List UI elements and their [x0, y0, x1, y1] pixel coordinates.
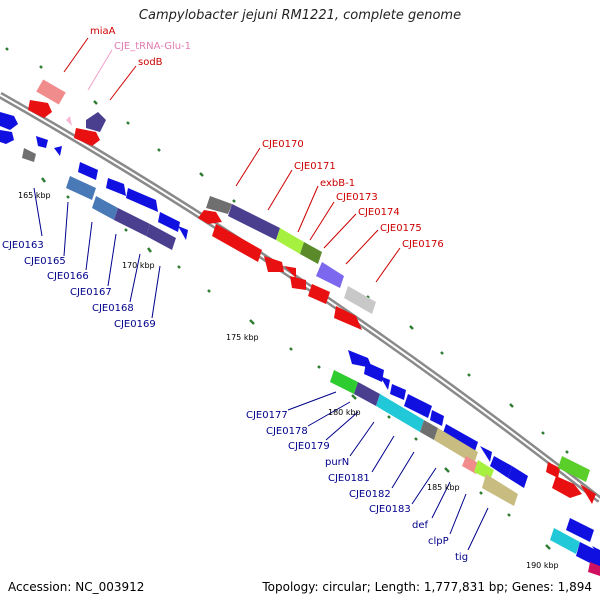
label-cje0167[interactable]: CJE0167	[70, 287, 112, 298]
gene-box-red-1[interactable]	[28, 100, 52, 118]
gene-box-blue-2[interactable]	[0, 130, 14, 144]
gene-box-blue-18[interactable]	[508, 466, 528, 488]
gene-miaA-box[interactable]	[36, 79, 66, 105]
reverse-gene-labels: miaA CJE_tRNA-Glu-1 sodB CJE0170 CJE0171…	[90, 26, 444, 250]
gene-box-blue-6[interactable]	[126, 188, 158, 212]
gene-cje0165-box[interactable]	[66, 176, 96, 200]
gene-cje0177-box[interactable]	[330, 370, 358, 394]
gene-cje0168-box[interactable]	[146, 224, 176, 250]
gene-box-blue-13[interactable]	[404, 394, 432, 418]
label-tig[interactable]: tig	[455, 552, 468, 563]
gene-box-red-2[interactable]	[74, 128, 100, 146]
gene-box-red-3[interactable]	[198, 210, 222, 224]
ruler-label-180: 180 kbp	[328, 408, 361, 417]
label-leader-lines	[33, 37, 489, 551]
gene-box-blue-1[interactable]	[0, 112, 18, 130]
gene-cje0175-box[interactable]	[344, 286, 376, 314]
gene-cje0170-box[interactable]	[206, 196, 232, 214]
gene-box-blue-11[interactable]	[380, 376, 390, 390]
gene-box-blue-16[interactable]	[480, 446, 492, 462]
gene-box-blue-17[interactable]	[490, 456, 512, 478]
label-cje0163[interactable]: CJE0163	[2, 240, 44, 251]
gene-cje0167-box[interactable]	[114, 208, 150, 236]
gene-box-green-1[interactable]	[558, 456, 590, 482]
gene-box-blue-3[interactable]	[36, 136, 48, 148]
gene-sodB-box[interactable]	[86, 112, 106, 132]
gene-cje0173-box[interactable]	[300, 242, 322, 264]
gene-box-red-6[interactable]	[284, 266, 296, 278]
gene-box-blue-14[interactable]	[430, 410, 444, 426]
label-cje-trna-glu-1[interactable]: CJE_tRNA-Glu-1	[114, 41, 191, 52]
gene-tig-box[interactable]	[576, 542, 600, 568]
gene-box-blue-15[interactable]	[442, 424, 478, 454]
gene-box-red-12[interactable]	[580, 484, 596, 504]
label-cje0173[interactable]: CJE0173	[336, 192, 378, 203]
gene-exbB1-box[interactable]	[276, 228, 304, 254]
label-cje0166[interactable]: CJE0166	[47, 271, 89, 282]
gene-box-red-4[interactable]	[212, 224, 262, 262]
label-cje0183[interactable]: CJE0183	[369, 504, 411, 515]
label-cje0177[interactable]: CJE0177	[246, 410, 288, 421]
label-clpP[interactable]: clpP	[428, 536, 449, 547]
gene-box-red-11[interactable]	[552, 476, 582, 498]
label-cje0168[interactable]: CJE0168	[92, 303, 134, 314]
label-cje0176[interactable]: CJE0176	[402, 239, 444, 250]
gene-cje0171-box[interactable]	[228, 204, 280, 240]
ruler-label-190: 190 kbp	[526, 561, 559, 570]
label-sodB[interactable]: sodB	[138, 57, 163, 68]
upper-features	[0, 79, 376, 330]
gene-box-red-8[interactable]	[308, 284, 330, 304]
accession-text: Accession: NC_003912	[8, 580, 145, 594]
gene-cje0181-box[interactable]	[434, 428, 478, 464]
label-cje0165[interactable]: CJE0165	[24, 256, 66, 267]
gene-clpP-box[interactable]	[550, 528, 580, 554]
ruler-labels: 165 kbp 170 kbp 175 kbp 180 kbp 185 kbp …	[18, 191, 559, 570]
label-cje0170[interactable]: CJE0170	[262, 139, 304, 150]
label-def[interactable]: def	[412, 520, 429, 531]
label-cje0181[interactable]: CJE0181	[328, 473, 370, 484]
forward-gene-labels: CJE0163 CJE0165 CJE0166 CJE0167 CJE0168 …	[2, 240, 468, 563]
gene-def-box[interactable]	[482, 474, 518, 506]
gene-box-red-10[interactable]	[546, 462, 560, 478]
gene-box-red-5[interactable]	[264, 256, 284, 272]
ruler-label-175: 175 kbp	[226, 333, 259, 342]
ruler-label-170: 170 kbp	[122, 261, 155, 270]
gene-box-blue-19[interactable]	[566, 518, 594, 542]
topology-text: Topology: circular; Length: 1,777,831 bp…	[262, 580, 592, 594]
ruler-label-165: 165 kbp	[18, 191, 51, 200]
gene-box-grey-1[interactable]	[22, 148, 36, 162]
label-cje0179[interactable]: CJE0179	[288, 441, 330, 452]
gene-box-blue-10[interactable]	[364, 362, 384, 382]
label-cje0182[interactable]: CJE0182	[349, 489, 391, 500]
gene-cje0178-box[interactable]	[354, 382, 380, 406]
gene-box-red-7[interactable]	[290, 276, 306, 290]
label-cje0171[interactable]: CJE0171	[294, 161, 336, 172]
gene-cje0183-box[interactable]	[474, 460, 494, 480]
lower-features	[66, 162, 600, 576]
label-cje0174[interactable]: CJE0174	[358, 207, 400, 218]
gene-cje0163-box[interactable]	[78, 162, 98, 180]
gene-box-blue-4[interactable]	[54, 146, 62, 156]
label-purN[interactable]: purN	[325, 457, 349, 468]
gene-box-blue-12[interactable]	[390, 384, 406, 400]
gene-box-red-9[interactable]	[334, 306, 362, 330]
gene-box-magenta[interactable]	[588, 562, 600, 576]
label-miaA[interactable]: miaA	[90, 26, 116, 37]
gene-box-blue-8[interactable]	[178, 226, 188, 240]
label-exbB-1[interactable]: exbB-1	[320, 178, 355, 189]
gene-cje0179-box[interactable]	[376, 394, 424, 432]
gene-purN-box[interactable]	[420, 420, 438, 440]
label-cje0169[interactable]: CJE0169	[114, 319, 156, 330]
gene-cje0166-box[interactable]	[92, 196, 118, 220]
gene-box-blue-5[interactable]	[106, 178, 126, 196]
label-cje0175[interactable]: CJE0175	[380, 223, 422, 234]
gene-trna-box[interactable]	[66, 116, 72, 126]
map-title: Campylobacter jejuni RM1221, complete ge…	[138, 8, 462, 23]
label-cje0178[interactable]: CJE0178	[266, 426, 308, 437]
ruler-label-185: 185 kbp	[427, 483, 460, 492]
gene-cje0174-box[interactable]	[316, 262, 344, 288]
gene-box-blue-7[interactable]	[158, 212, 180, 232]
